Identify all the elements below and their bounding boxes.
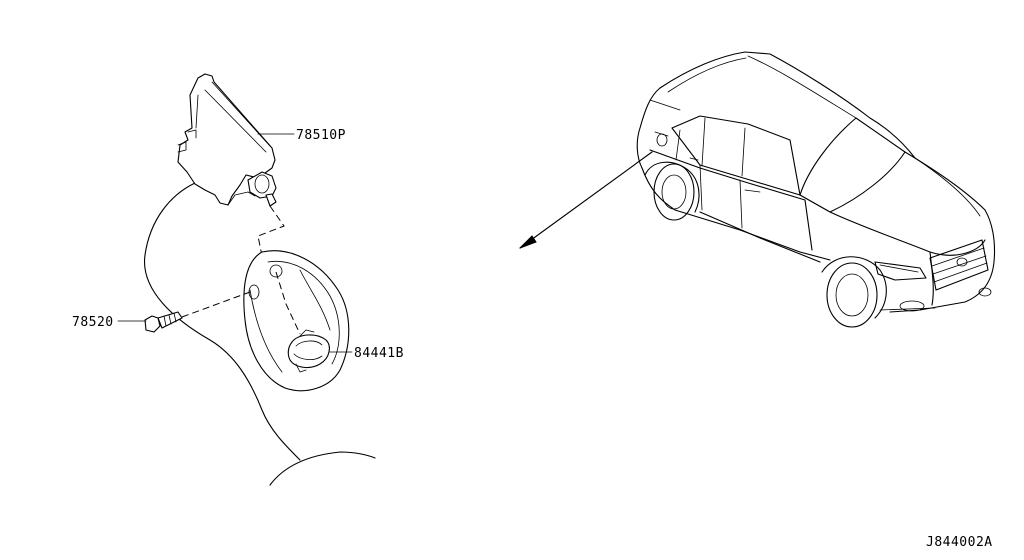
callout-actuator: 78510P [296, 128, 346, 143]
location-arrow [519, 151, 653, 249]
callout-screw: 78520 [72, 315, 114, 330]
vehicle-illustration [636, 51, 996, 328]
fuel-lid-actuator [177, 73, 277, 207]
assembly-line-screw [181, 291, 251, 318]
screw [144, 311, 183, 333]
lid-spring [287, 329, 330, 373]
body-panel-outline [144, 182, 376, 486]
diagram-code: J844002A [926, 535, 993, 550]
fuel-filler-housing [243, 250, 350, 392]
assembly-line-actuator [257, 205, 285, 257]
assembly-line-lid [275, 271, 301, 335]
callout-lid-spring: 84441B [354, 346, 404, 361]
